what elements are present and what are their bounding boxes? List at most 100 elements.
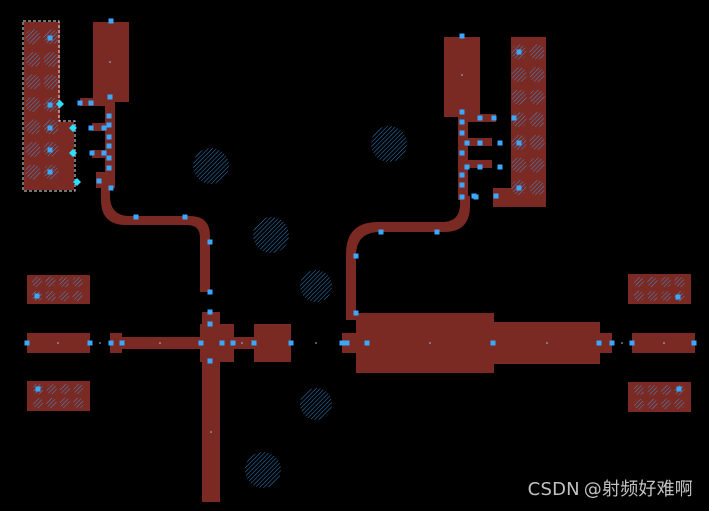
pin-marker[interactable] (497, 164, 503, 170)
pin-marker[interactable] (106, 143, 112, 149)
via (32, 397, 44, 409)
pin-marker[interactable] (47, 147, 53, 153)
pin-marker[interactable] (459, 172, 465, 178)
drain-bias-line-left[interactable] (80, 22, 210, 292)
pin-marker[interactable] (108, 18, 114, 24)
pin-marker[interactable] (691, 340, 697, 346)
pin-marker[interactable] (34, 293, 40, 299)
pin-marker[interactable] (459, 194, 465, 200)
pin-marker[interactable] (353, 310, 359, 316)
pin-marker[interactable] (88, 100, 94, 106)
pin-marker[interactable] (459, 33, 465, 39)
ground-via-array-right-upper[interactable] (628, 274, 691, 304)
pin-marker[interactable] (96, 178, 102, 184)
pin-marker[interactable] (219, 340, 225, 346)
pin-marker[interactable] (459, 119, 465, 125)
pin-marker[interactable] (364, 340, 370, 346)
pin-marker[interactable] (47, 102, 53, 108)
pin-marker[interactable] (353, 253, 359, 259)
via (647, 276, 658, 288)
pin-marker[interactable] (35, 386, 41, 392)
pin-marker[interactable] (133, 214, 139, 220)
port-pins (24, 18, 697, 392)
via (529, 134, 545, 150)
gate-bias-line[interactable] (200, 312, 255, 502)
via (73, 397, 84, 409)
pin-marker[interactable] (230, 340, 236, 346)
pin-marker[interactable] (87, 340, 93, 346)
pin-marker[interactable] (89, 150, 95, 156)
ground-via-array-top-left[interactable] (22, 20, 76, 192)
ground-via-array-left-lower[interactable] (27, 381, 90, 411)
pin-marker[interactable] (464, 164, 470, 170)
pin-marker[interactable] (108, 185, 114, 191)
output-matching-stub[interactable] (342, 313, 612, 373)
pin-marker[interactable] (477, 140, 483, 146)
pin-marker[interactable] (47, 35, 53, 41)
center-transistor-pad[interactable] (254, 324, 291, 362)
pin-marker[interactable] (473, 194, 479, 200)
pin-marker[interactable] (477, 115, 483, 121)
pin-marker[interactable] (182, 214, 188, 220)
pin-marker[interactable] (106, 165, 112, 171)
pin-marker[interactable] (676, 386, 682, 392)
pin-marker[interactable] (596, 340, 602, 346)
pin-marker[interactable] (119, 340, 125, 346)
pin-marker[interactable] (106, 113, 112, 119)
pin-marker[interactable] (477, 164, 483, 170)
pin-marker[interactable] (47, 169, 53, 175)
via (25, 142, 41, 157)
pin-marker[interactable] (675, 294, 681, 300)
drain-bias-line-right[interactable] (346, 37, 496, 320)
pin-marker[interactable] (339, 340, 345, 346)
pin-marker[interactable] (106, 122, 112, 128)
ground-via-array-top-right[interactable] (493, 37, 546, 207)
pin-marker[interactable] (516, 140, 522, 146)
pin-marker[interactable] (464, 140, 470, 146)
pin-marker[interactable] (516, 185, 522, 191)
pin-marker[interactable] (106, 155, 112, 161)
pin-marker[interactable] (459, 109, 465, 115)
pin-marker[interactable] (24, 340, 30, 346)
pin-marker[interactable] (378, 229, 384, 235)
pin-marker[interactable] (609, 340, 615, 346)
ground-via-array-right-lower[interactable] (628, 382, 691, 412)
csdn-watermark: CSDN@射频好难啊 (528, 475, 693, 501)
pin-marker[interactable] (459, 182, 465, 188)
via (529, 112, 545, 128)
pin-marker[interactable] (629, 340, 635, 346)
pin-marker[interactable] (47, 125, 53, 131)
pin-marker[interactable] (106, 134, 112, 140)
pin-marker[interactable] (288, 340, 294, 346)
pin-marker[interactable] (459, 130, 465, 136)
via (511, 89, 527, 105)
pin-marker[interactable] (107, 94, 113, 100)
via (660, 276, 672, 288)
pin-marker[interactable] (77, 100, 83, 106)
left-output-port-trace[interactable] (110, 333, 202, 353)
ground-via-array-left-upper[interactable] (27, 275, 90, 304)
pin-marker[interactable] (207, 289, 213, 295)
pin-marker[interactable] (198, 340, 204, 346)
pin-marker[interactable] (207, 321, 213, 327)
pin-marker[interactable] (207, 309, 213, 315)
pin-marker[interactable] (459, 150, 465, 156)
pin-marker[interactable] (207, 239, 213, 245)
pin-marker[interactable] (207, 358, 213, 364)
pin-marker[interactable] (108, 340, 114, 346)
pin-marker[interactable] (493, 193, 499, 199)
pin-marker[interactable] (101, 125, 107, 131)
pin-marker[interactable] (490, 340, 496, 346)
pin-marker[interactable] (344, 340, 350, 346)
pin-marker[interactable] (516, 49, 522, 55)
pin-marker[interactable] (497, 140, 503, 146)
via (633, 290, 645, 302)
pin-marker[interactable] (511, 115, 517, 121)
pin-marker[interactable] (251, 340, 257, 346)
pin-marker[interactable] (491, 115, 497, 121)
pin-marker[interactable] (88, 125, 94, 131)
pin-marker[interactable] (101, 150, 107, 156)
pin-marker[interactable] (434, 229, 440, 235)
via (25, 119, 41, 135)
